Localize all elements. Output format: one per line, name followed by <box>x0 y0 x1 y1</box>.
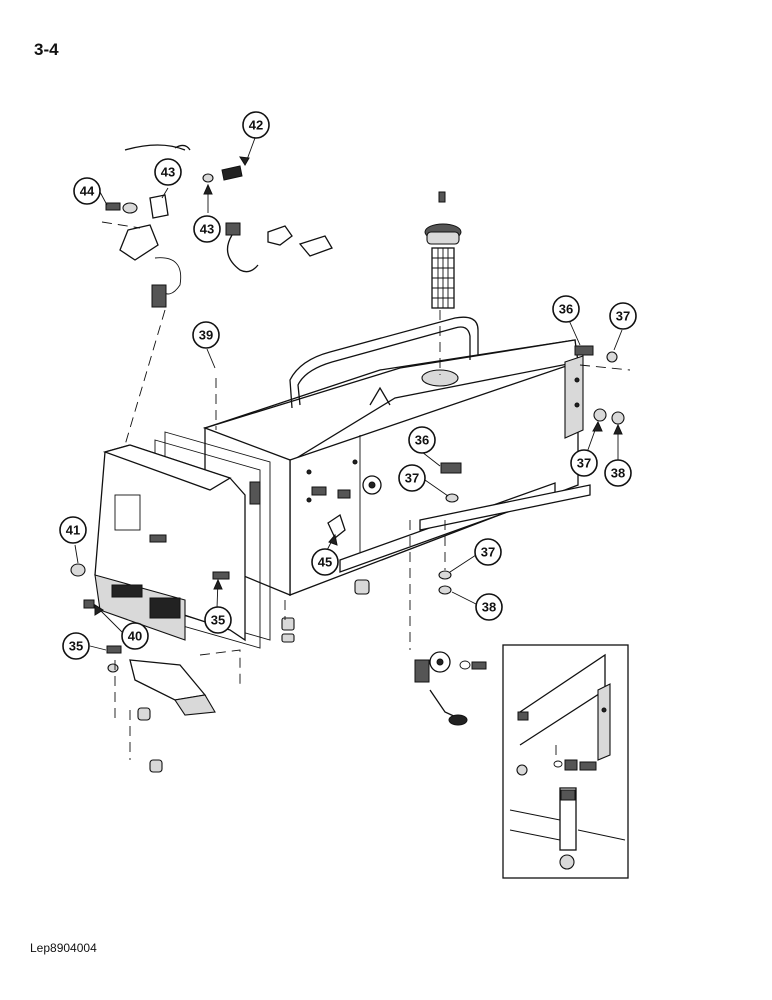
callout-38-a: 38 <box>604 459 632 487</box>
lower-bracket <box>129 659 216 773</box>
callout-36-a-label: 36 <box>559 302 573 317</box>
callout-37-c-label: 37 <box>405 471 419 486</box>
page-number: 3-4 <box>34 40 59 59</box>
callout-37-c: 37 <box>398 464 426 492</box>
callout-35-a-label: 35 <box>211 613 225 628</box>
callout-38-a-label: 38 <box>611 466 625 481</box>
fuel-tank <box>203 316 591 643</box>
callout-39-label: 39 <box>199 328 213 343</box>
callout-43-b-label: 43 <box>200 222 214 237</box>
callout-45-label: 45 <box>318 555 332 570</box>
callout-37-d: 37 <box>474 538 502 566</box>
fuel-level-sender <box>414 651 487 726</box>
callout-35-b-label: 35 <box>69 639 83 654</box>
leader-lines <box>101 221 631 760</box>
callout-35-a: 35 <box>204 606 232 634</box>
callout-35-b: 35 <box>62 632 90 660</box>
callout-44: 44 <box>73 177 101 205</box>
callout-45: 45 <box>311 548 339 576</box>
isolator-switch-assembly <box>105 144 333 308</box>
callout-36-a: 36 <box>552 295 580 323</box>
reference-code: Lep8904004 <box>30 941 97 955</box>
callout-36-b-label: 36 <box>415 433 429 448</box>
callout-37-b-label: 37 <box>577 456 591 471</box>
mounting-hardware <box>70 345 625 673</box>
battery-cover <box>94 444 261 642</box>
callout-39: 39 <box>192 321 220 349</box>
callout-40: 40 <box>121 622 149 650</box>
callout-41-label: 41 <box>66 523 80 538</box>
detail-inset <box>502 644 629 879</box>
callout-44-label: 44 <box>80 184 95 199</box>
callout-37-a-label: 37 <box>616 309 630 324</box>
callout-37-b: 37 <box>570 449 598 477</box>
callout-42-label: 42 <box>249 118 263 133</box>
callout-40-label: 40 <box>128 629 142 644</box>
callout-37-a: 37 <box>609 302 637 330</box>
callout-leaders <box>74 137 623 651</box>
callout-37-d-label: 37 <box>481 545 495 560</box>
callout-41: 41 <box>59 516 87 544</box>
callout-43-a: 43 <box>154 158 182 186</box>
callout-43-a-label: 43 <box>161 165 175 180</box>
callout-36-b: 36 <box>408 426 436 454</box>
callout-38-b: 38 <box>475 593 503 621</box>
callout-42: 42 <box>242 111 270 139</box>
callout-43-b: 43 <box>193 215 221 243</box>
filler-strainer <box>424 191 462 309</box>
callout-38-b-label: 38 <box>482 600 496 615</box>
